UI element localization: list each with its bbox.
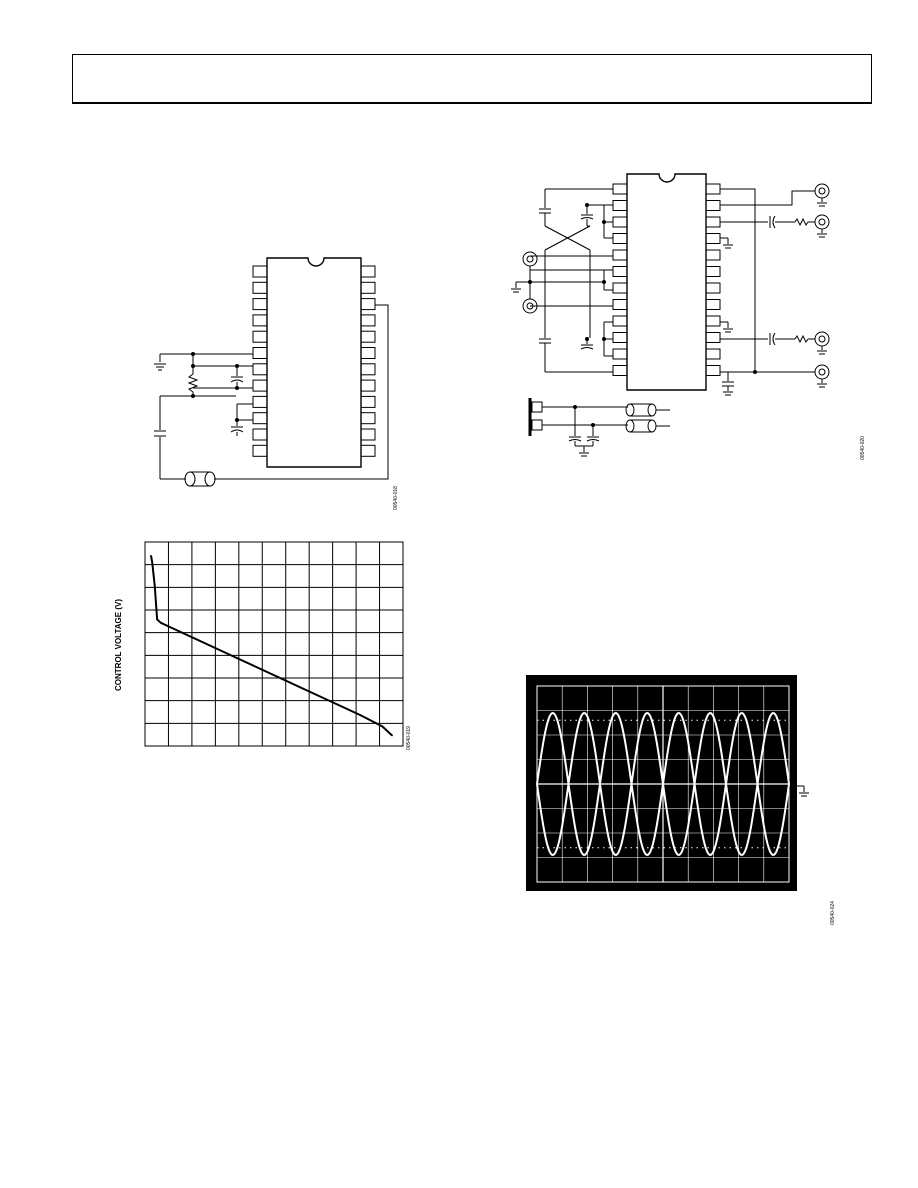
ic-pin [360, 347, 376, 359]
ic-pin [705, 332, 721, 343]
ic-pin [252, 347, 268, 359]
ic-body [626, 173, 707, 391]
bnc-connector-icon [814, 214, 830, 230]
chart-point [187, 634, 189, 637]
ic-pin [360, 412, 376, 425]
bnc-connector-icon [814, 331, 830, 347]
chart-points [150, 554, 393, 737]
ic-body [266, 257, 362, 468]
figure-d-oscilloscope [526, 675, 809, 891]
chart-y-axis-label: CONTROL VOLTAGE (V) [114, 599, 123, 691]
ic-pin [705, 249, 721, 261]
chart-point [160, 622, 162, 624]
ic-pin [252, 379, 268, 392]
chart-point [211, 645, 214, 648]
chart-point [359, 714, 361, 716]
chart-point [285, 680, 288, 682]
ic-pin [252, 298, 268, 311]
ic-pin [612, 299, 628, 310]
chart-point [334, 702, 337, 705]
chart-point [381, 725, 384, 728]
figure-b-code: 00540-019 [406, 726, 412, 750]
ic-pin [252, 412, 268, 425]
figure-b-chart [144, 541, 404, 747]
ic-pin [360, 314, 376, 327]
chart-point [236, 657, 238, 659]
figure-a-schematic [154, 257, 389, 487]
ic-pin [360, 265, 376, 278]
chart-point [167, 625, 170, 628]
ic-pin [612, 200, 628, 211]
ic-pin [252, 428, 268, 441]
chart-point [260, 668, 263, 671]
scope-screen [526, 675, 797, 891]
ic-pin [360, 379, 376, 392]
ic-pin [252, 444, 268, 457]
ic-pin [612, 348, 628, 360]
ic-pin [252, 265, 268, 278]
ic-pin [252, 363, 268, 376]
ic-pin [612, 183, 628, 195]
bnc-connector-icon [814, 183, 830, 199]
ic-pin [612, 365, 628, 376]
ic-pin [360, 298, 376, 311]
ic-pin [612, 282, 628, 294]
chart-point [310, 691, 312, 694]
page-header-box [72, 54, 872, 104]
scope-trace-2 [536, 712, 790, 856]
ic-pin [360, 428, 376, 441]
ic-pin [252, 330, 268, 343]
ic-pin [705, 348, 721, 360]
ic-pins [252, 265, 376, 457]
ic-pin [705, 200, 721, 211]
ic-pin [360, 444, 376, 457]
figure-c-schematic [511, 173, 830, 457]
chart-point [156, 618, 158, 621]
ic-pin [252, 395, 268, 408]
ic-pin [705, 282, 721, 294]
chart-point [153, 584, 156, 587]
ic-pin [612, 332, 628, 343]
figure-c-code: 00540-020 [860, 436, 866, 460]
ic-pin [360, 330, 376, 343]
ground-marker-icon [797, 785, 809, 797]
figure-d-code: 00540-024 [830, 901, 836, 925]
resistor-icon [187, 373, 199, 393]
ic-pin [360, 363, 376, 376]
chart-plot-area [144, 541, 404, 747]
ic-pin [705, 299, 721, 310]
chart-point [151, 561, 154, 564]
ic-pin [612, 216, 628, 228]
ic-pin [705, 216, 721, 228]
ic-pins [612, 183, 721, 376]
ic-pin [252, 314, 268, 327]
control-voltage-curve [150, 555, 393, 737]
bnc-connector-icon [814, 364, 830, 380]
ic-pin [252, 281, 268, 294]
ic-pin [705, 365, 721, 376]
ic-pin [360, 395, 376, 408]
chart-point [391, 734, 393, 737]
chart-grid [145, 542, 403, 746]
ic-pin [612, 233, 628, 244]
ic-pin [612, 249, 628, 261]
ic-pin [705, 183, 721, 195]
ic-pin [705, 315, 721, 327]
chart-point [150, 554, 152, 557]
ic-pin [360, 281, 376, 294]
figure-a-code: 00540-018 [393, 486, 399, 510]
ic-pin [612, 315, 628, 327]
ic-pin [705, 266, 721, 277]
ic-pin [705, 233, 721, 244]
ic-pin [612, 266, 628, 277]
